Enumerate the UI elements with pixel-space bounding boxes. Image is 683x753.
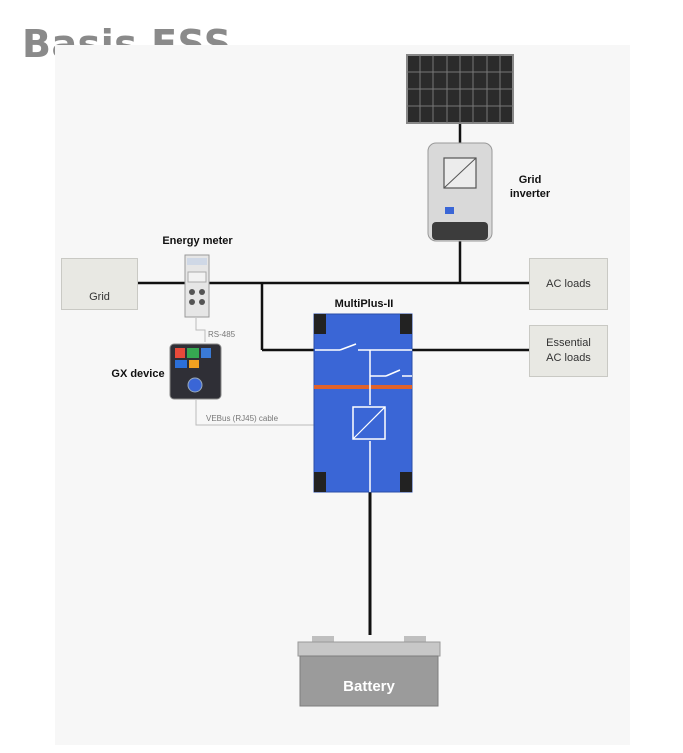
gx-device-label: GX device <box>111 368 165 380</box>
battery-label: Battery <box>343 678 395 695</box>
rs485-label: RS-485 <box>208 330 236 339</box>
battery-icon <box>297 636 441 707</box>
gx-device-icon <box>169 343 222 400</box>
inverter-charger-icon <box>313 313 413 493</box>
essential-loads-box: Essential AC loads <box>529 325 608 377</box>
ac-loads-box: AC loads <box>529 258 608 310</box>
essential-loads-label-line2: AC loads <box>546 352 591 364</box>
vebus-label: VEBus (RJ45) cable <box>206 414 279 423</box>
vebus-cable <box>195 400 315 426</box>
grid-label: Grid <box>89 291 110 303</box>
multiplus-label: MultiPlus-II <box>334 298 394 310</box>
energy-meter-label: Energy meter <box>162 235 233 247</box>
rs485-cable <box>195 318 206 342</box>
grid-inverter-label: Grid inverter <box>509 174 551 200</box>
essential-loads-label-line1: Essential <box>546 337 591 349</box>
ac-loads-label: AC loads <box>546 277 591 290</box>
solar-panel-icon <box>406 54 514 124</box>
energy-meter-icon <box>184 254 210 318</box>
grid-inverter-icon <box>427 142 493 242</box>
grid-box: Grid <box>61 258 138 310</box>
